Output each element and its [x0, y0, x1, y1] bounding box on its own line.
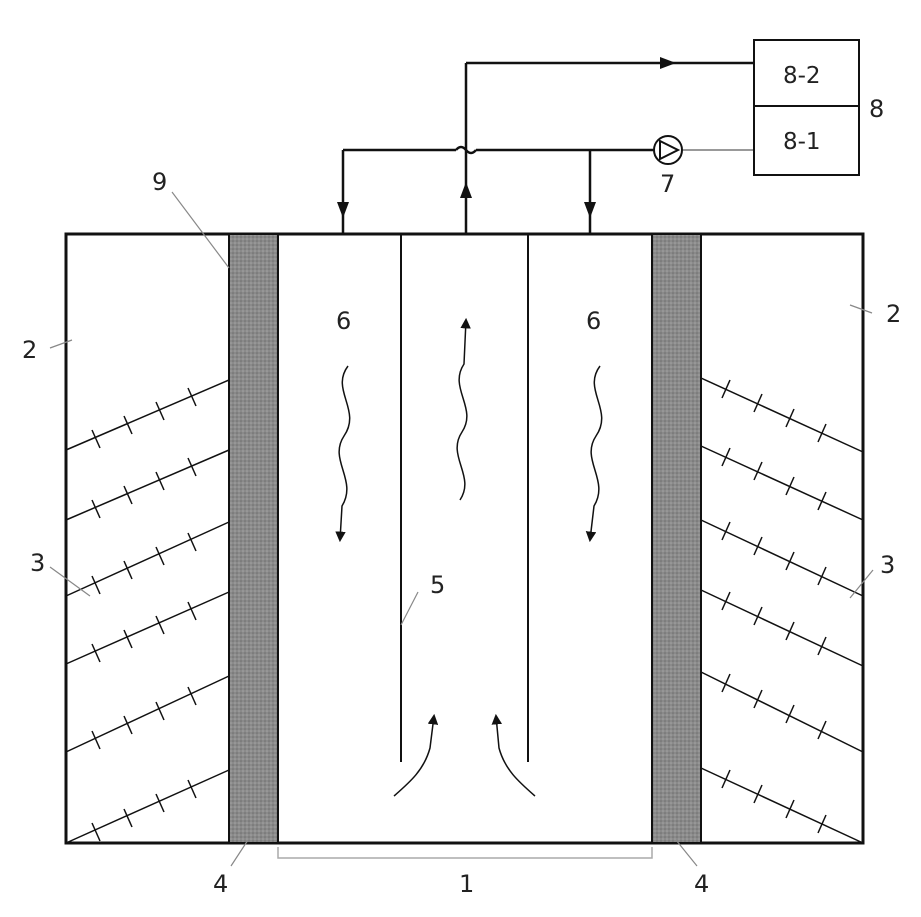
left-wall: [229, 234, 278, 843]
label-3-right: 3: [880, 551, 895, 579]
label-1: 1: [459, 870, 474, 898]
label-7: 7: [660, 170, 675, 198]
left-hatch-lines: [66, 380, 229, 843]
piping: [343, 63, 754, 234]
label-2-right: 2: [886, 300, 901, 328]
label-8-2: 8-2: [783, 63, 821, 89]
pipe-arrows: [337, 57, 676, 218]
label-5: 5: [430, 571, 445, 599]
right-wall: [652, 234, 701, 843]
label-8: 8: [869, 95, 884, 123]
bottom-bracket: [278, 847, 652, 858]
label-3-left: 3: [30, 549, 45, 577]
pump-icon: [654, 136, 682, 164]
label-6-right: 6: [586, 307, 601, 335]
right-hatch-lines: [701, 378, 863, 843]
outer-container: [66, 234, 863, 843]
leader-lines: [50, 192, 873, 866]
label-2-left: 2: [22, 336, 37, 364]
label-4-left: 4: [213, 870, 228, 898]
flow-arrows: [339, 320, 602, 796]
label-4-right: 4: [694, 870, 709, 898]
label-9: 9: [152, 168, 167, 196]
label-8-1: 8-1: [783, 129, 821, 155]
label-6-left: 6: [336, 307, 351, 335]
